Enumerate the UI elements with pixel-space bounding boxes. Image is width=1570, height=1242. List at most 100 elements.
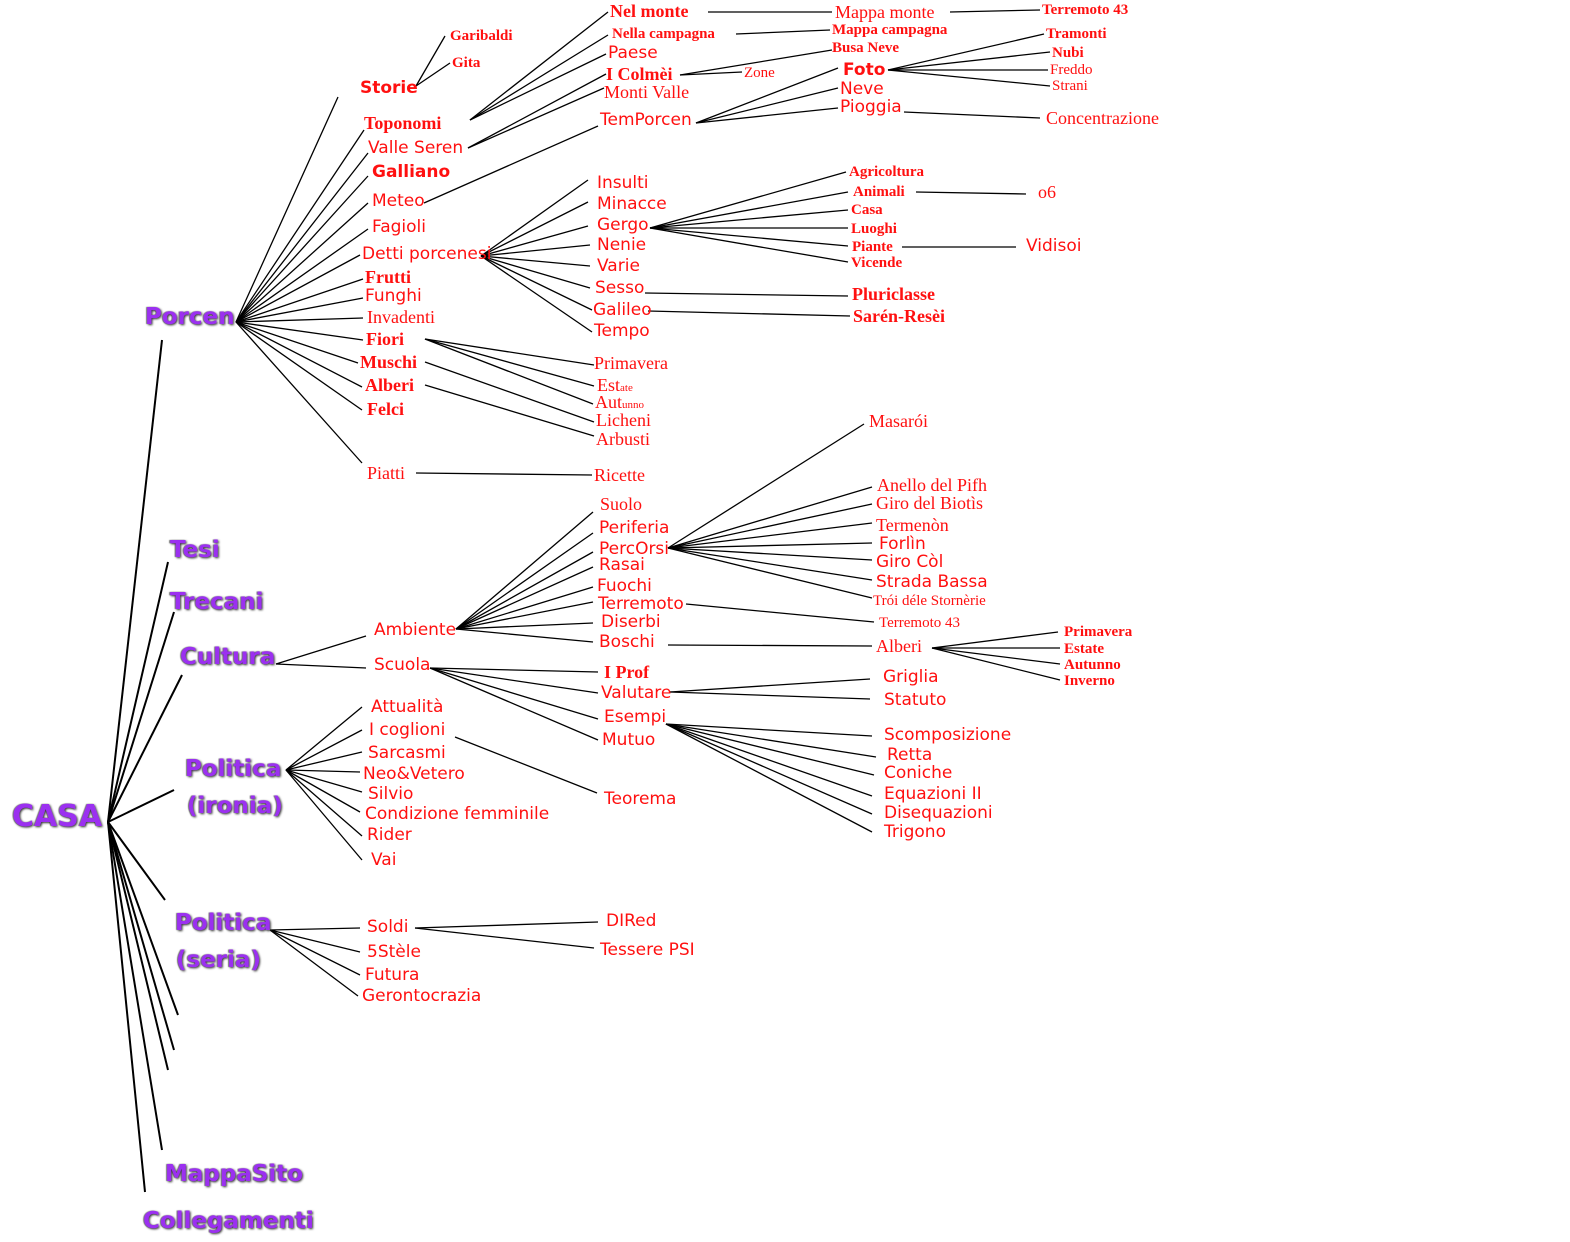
node-equazioni-ii[interactable]: Equazioni II [884, 784, 982, 804]
node-neo-vetero[interactable]: Neo&Vetero [363, 764, 465, 784]
node-zone[interactable]: Zone [744, 65, 775, 81]
node-troi-stornerie[interactable]: Trói déle Stornèrie [873, 593, 986, 609]
node-masaroi[interactable]: Masarói [869, 411, 928, 431]
node-diserbi[interactable]: Diserbi [601, 612, 661, 632]
node-fuochi[interactable]: Fuochi [597, 576, 652, 596]
node-collegamenti[interactable]: Collegamenti [143, 1208, 314, 1234]
node-o6[interactable]: o6 [1038, 182, 1056, 202]
node-ambiente[interactable]: Ambiente [374, 620, 457, 640]
node-5stele[interactable]: 5Stèle [367, 942, 421, 962]
node-inverno[interactable]: Inverno [1064, 673, 1115, 689]
node-rasai[interactable]: Rasai [599, 555, 645, 575]
node-termenon[interactable]: Termenòn [876, 515, 949, 535]
node-piante[interactable]: Piante [852, 239, 893, 255]
node-primavera-natura[interactable]: Primavera [594, 353, 668, 373]
node-suolo[interactable]: Suolo [600, 494, 643, 514]
node-vicende[interactable]: Vicende [851, 255, 903, 271]
node-detti-porcenesi[interactable]: Detti porcenesi [362, 244, 492, 264]
node-storie[interactable]: Storie [360, 78, 418, 98]
node-disequazioni[interactable]: Disequazioni [884, 803, 993, 823]
node-vai[interactable]: Vai [371, 850, 397, 870]
node-alberi-cultura[interactable]: Alberi [876, 636, 922, 656]
node-paese[interactable]: Paese [608, 43, 658, 63]
node-periferia[interactable]: Periferia [599, 518, 670, 538]
node-scuola[interactable]: Scuola [374, 655, 431, 675]
node-percorsi[interactable]: PercOrsi [599, 539, 670, 559]
node-monti-valle[interactable]: Monti Valle [604, 82, 690, 102]
node-teorema[interactable]: Teorema [604, 789, 677, 809]
node-tesi[interactable]: Tesi [170, 537, 220, 563]
node-giro-biotis[interactable]: Giro del Biotìs [876, 493, 983, 513]
node-condizione-femminile[interactable]: Condizione femminile [365, 804, 550, 824]
node-pioggia[interactable]: Pioggia [840, 97, 902, 117]
node-terremoto[interactable]: Terremoto [598, 594, 684, 614]
node-felci[interactable]: Felci [367, 399, 404, 419]
node-scomposizione[interactable]: Scomposizione [884, 725, 1012, 745]
node-mappa-monte[interactable]: Mappa monte [835, 2, 935, 22]
node-gerontocrazia[interactable]: Gerontocrazia [362, 986, 482, 1006]
root-node-casa[interactable]: CASA [12, 799, 103, 834]
node-forlin[interactable]: Forlìn [879, 534, 926, 554]
node-frutti[interactable]: Frutti [365, 267, 411, 287]
node-coniche[interactable]: Coniche [884, 763, 953, 783]
node-mappasito[interactable]: MappaSito [165, 1161, 304, 1187]
node-boschi[interactable]: Boschi [599, 632, 655, 652]
node-politica-seria-sub[interactable]: (seria) [176, 947, 262, 973]
node-luoghi[interactable]: Luoghi [851, 221, 897, 237]
node-muschi[interactable]: Muschi [360, 352, 418, 372]
node-nel-monte[interactable]: Nel monte [610, 1, 689, 21]
node-coglioni[interactable]: I coglioni [369, 720, 446, 740]
node-soldi[interactable]: Soldi [367, 917, 409, 937]
node-alberi[interactable]: Alberi [365, 375, 414, 395]
node-porcen[interactable]: Porcen [145, 304, 235, 330]
node-i-prof[interactable]: I Prof [604, 662, 650, 682]
node-gita[interactable]: Gita [452, 55, 481, 71]
node-giro-col[interactable]: Giro Còl [876, 552, 944, 572]
node-terremoto-43-top[interactable]: Terremoto 43 [1042, 2, 1129, 18]
node-nella-campagna[interactable]: Nella campagna [612, 26, 715, 42]
node-vidisoi[interactable]: Vidisoi [1026, 236, 1082, 256]
node-nubi[interactable]: Nubi [1052, 45, 1084, 61]
node-funghi[interactable]: Funghi [365, 286, 422, 306]
node-statuto[interactable]: Statuto [884, 690, 947, 710]
node-dired[interactable]: DIRed [606, 911, 657, 931]
node-nenie[interactable]: Nenie [597, 235, 647, 255]
node-strada-bassa[interactable]: Strada Bassa [876, 572, 988, 592]
node-rider[interactable]: Rider [367, 825, 412, 845]
node-sarcasmi[interactable]: Sarcasmi [368, 743, 446, 763]
node-strani[interactable]: Strani [1052, 78, 1088, 94]
node-galliano[interactable]: Galliano [372, 162, 451, 182]
node-minacce[interactable]: Minacce [597, 194, 667, 214]
node-varie[interactable]: Varie [597, 256, 640, 276]
node-primavera[interactable]: Primavera [1064, 624, 1133, 640]
node-ricette[interactable]: Ricette [594, 465, 645, 485]
node-silvio[interactable]: Silvio [368, 784, 414, 804]
node-futura[interactable]: Futura [365, 965, 420, 985]
node-fiori[interactable]: Fiori [366, 329, 404, 349]
node-temporcen[interactable]: TemPorcen [600, 110, 692, 130]
node-fagioli[interactable]: Fagioli [372, 217, 426, 237]
node-gergo[interactable]: Gergo [597, 215, 649, 235]
node-neve[interactable]: Neve [840, 79, 884, 99]
node-tramonti[interactable]: Tramonti [1046, 26, 1107, 42]
node-foto[interactable]: Foto [843, 60, 886, 80]
node-sesso[interactable]: Sesso [595, 278, 645, 298]
node-piatti[interactable]: Piatti [367, 463, 406, 483]
node-concentrazione[interactable]: Concentrazione [1046, 108, 1159, 128]
node-esempi[interactable]: Esempi [604, 707, 667, 727]
node-insulti[interactable]: Insulti [597, 173, 649, 193]
node-invadenti[interactable]: Invadenti [367, 307, 435, 327]
node-tempo[interactable]: Tempo [594, 321, 650, 341]
node-galileo[interactable]: Galileo [593, 300, 652, 320]
node-estate[interactable]: Estate [1064, 641, 1104, 657]
node-trigono[interactable]: Trigono [884, 822, 946, 842]
node-pluriclasse[interactable]: Pluriclasse [852, 284, 935, 304]
node-estate-natura[interactable]: Estate [597, 375, 633, 395]
node-attualita[interactable]: Attualità [371, 697, 444, 717]
node-garibaldi[interactable]: Garibaldi [450, 28, 513, 44]
node-arbusti[interactable]: Arbusti [596, 429, 650, 449]
node-terremoto-43[interactable]: Terremoto 43 [879, 615, 961, 631]
node-trecani[interactable]: Trecani [170, 589, 264, 615]
node-meteo[interactable]: Meteo [372, 191, 425, 211]
node-anello-pifh[interactable]: Anello del Pifh [877, 475, 987, 495]
